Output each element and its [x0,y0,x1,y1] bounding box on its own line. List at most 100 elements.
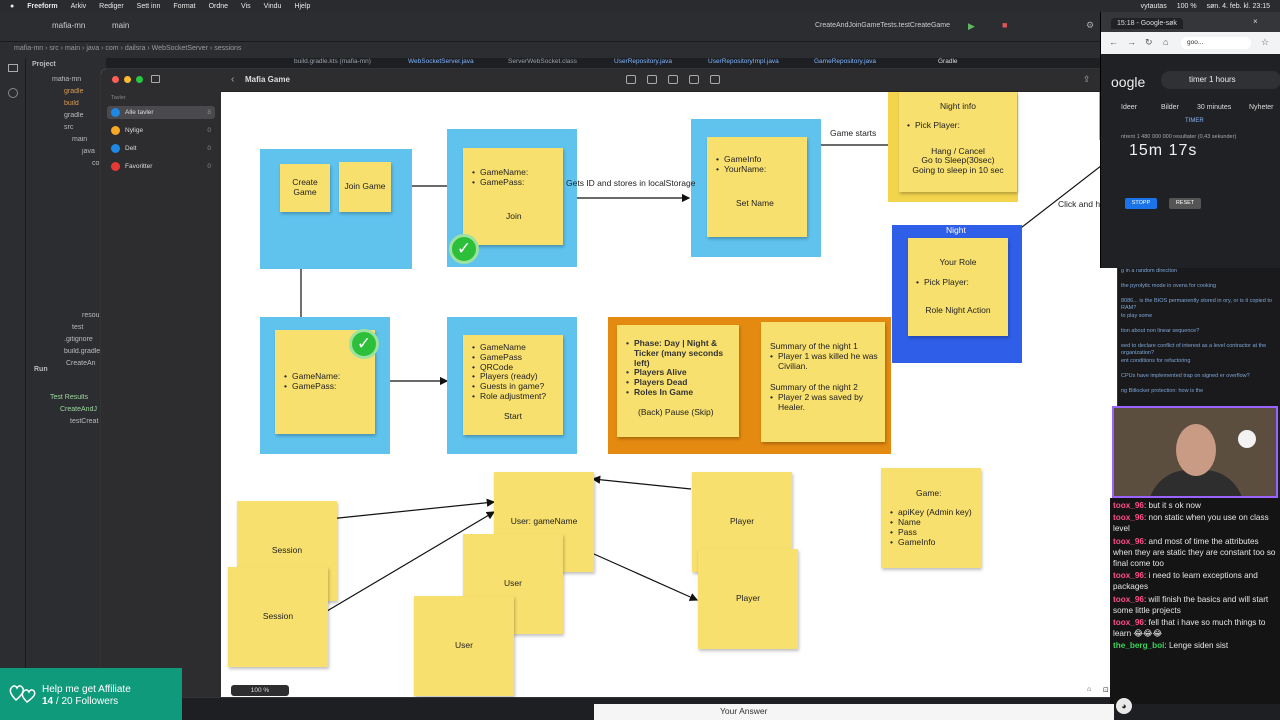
tree-item[interactable]: test [72,324,84,331]
menu-rediger[interactable]: Rediger [99,2,124,10]
note-session[interactable]: Session [228,567,328,667]
list-item[interactable]: to play some [1121,313,1153,319]
project-panel-title[interactable]: Project [32,61,56,68]
board-title[interactable]: Mafia Game [245,75,290,84]
run-icon[interactable]: ▶ [968,21,975,31]
menu-hjelp[interactable]: Hjelp [294,2,311,10]
list-item[interactable]: g in a random direction [1121,268,1177,274]
bookmark-star-icon[interactable]: ☆ [1261,37,1270,47]
sidebar-item-favorites[interactable]: Favoritter 0 [107,160,215,173]
note-join-form[interactable]: GameName: GamePass: Join [463,148,563,245]
arrow-player-to-user[interactable] [591,475,692,490]
tree-item[interactable]: main [72,136,88,143]
zoom-control[interactable]: 100 % [231,685,289,696]
run-panel-title[interactable]: Run [34,366,48,372]
search-input[interactable]: timer 1 hours [1161,71,1280,89]
menu-sett-inn[interactable]: Sett inn [136,2,161,10]
editor-tab[interactable]: build.gradle.kts (mafia-mn) [294,58,371,65]
address-bar[interactable]: goo... [1181,37,1251,49]
google-logo[interactable]: oogle [1111,74,1146,90]
menu-app-name[interactable]: Freeform [27,2,58,10]
list-item[interactable]: 8086... is the BIOS permanently stored i… [1121,298,1272,311]
tree-item[interactable]: gradle [64,112,84,119]
editor-tab[interactable]: UserRepositoryImpl.java [708,58,779,65]
image-tool-icon[interactable] [689,75,699,84]
sidebar-item-all-boards[interactable]: Alle tavler 8 [107,106,215,119]
commit-icon[interactable] [8,88,18,98]
timer-reset-button[interactable]: RESET [1169,198,1201,209]
list-item[interactable]: CPUs have implemented trap on signed er … [1121,373,1250,379]
back-chevron-icon[interactable]: ‹ [231,74,235,85]
note-player[interactable]: Player [698,549,798,649]
close-tab-icon[interactable]: × [1253,17,1258,26]
chat-username[interactable]: toox_96 [1113,571,1144,581]
share-icon[interactable]: ⇪ [1083,74,1091,84]
list-item[interactable]: the pyrolytic mode in ovens for cooking [1121,283,1217,289]
search-tab-30min[interactable]: 30 minutes [1197,104,1232,111]
gradle-tab[interactable]: Gradle [938,58,958,65]
note-join-game[interactable]: Join Game [339,162,391,212]
note-night-summary[interactable]: Summary of the night 1 Player 1 was kill… [761,322,885,442]
board-canvas[interactable]: Create Game Join Game GameName: GamePass… [221,92,1117,697]
minimize-window-button[interactable] [124,76,131,83]
folder-tool-icon[interactable] [710,75,720,84]
sidebar-toggle-icon[interactable] [151,75,160,83]
list-item[interactable]: tion about non linear sequence? [1121,328,1200,334]
chat-username[interactable]: the_berg_boi [1113,641,1165,651]
list-item[interactable]: ent conditions for refactoring [1121,358,1191,364]
chat-username[interactable]: toox_96 [1113,618,1144,628]
fit-view-icon[interactable]: ⌂ [1087,686,1092,693]
forward-arrow-icon[interactable]: → [1127,37,1136,47]
menu-vindu[interactable]: Vindu [263,2,282,10]
browser-tab[interactable]: 15:18 - Google-søk [1111,18,1183,29]
breadcrumb[interactable]: mafia-mn › src › main › java › com › dai… [0,42,1100,58]
sidebar-item-shared[interactable]: Delt 0 [107,142,215,155]
search-tab-news[interactable]: Nyheter [1249,104,1274,111]
tree-item[interactable]: mafia-mn [52,76,82,83]
note-phase[interactable]: Phase: Day | Night & Ticker (many second… [617,325,739,437]
menu-arkiv[interactable]: Arkiv [70,2,87,10]
text-tool-icon[interactable] [668,75,678,84]
list-item[interactable]: ng Bitlocker protection: how is the [1121,388,1204,394]
battery-status[interactable]: 100 % [1176,2,1197,10]
editor-tab[interactable]: UserRepository.java [614,58,673,65]
menu-ordne[interactable]: Ordne [208,2,229,10]
editor-tab[interactable]: ServerWebSocket.class [508,58,577,65]
label-click-and-hold[interactable]: Click and hol [1058,199,1107,209]
apple-icon[interactable]: ● [10,2,15,10]
editor-tab[interactable]: WebSocketServer.java [408,58,474,65]
menubar-clock[interactable]: søn. 4. feb. kl. 23:15 [1206,2,1270,10]
settings-gear-icon[interactable]: ⚙ [1086,20,1095,30]
shape-tool-icon[interactable] [647,75,657,84]
chat-username[interactable]: toox_96 [1113,501,1144,510]
arrow-session-to-user[interactable] [328,498,496,520]
chat-username[interactable]: toox_96 [1113,513,1144,523]
run-tab[interactable]: CreateAn [66,360,96,367]
close-window-button[interactable] [112,76,119,83]
timer-stop-button[interactable]: STOPP [1125,198,1157,209]
search-tab-ideas[interactable]: Ideer [1121,104,1137,111]
zoom-window-button[interactable] [136,76,143,83]
arrow-user-to-player[interactable] [584,549,699,601]
test-item[interactable]: CreateAndJ [60,406,97,413]
note-night-info[interactable]: Night info Pick Player: Hang / Cancel Go… [899,92,1017,192]
timer-tab[interactable]: TIMER [1185,118,1204,124]
ide-branch-selector[interactable]: main [112,21,130,30]
editor-tab[interactable]: GameRepository.java [814,58,877,65]
ide-run-config[interactable]: CreateAndJoinGameTests.testCreateGame [815,22,951,29]
chat-username[interactable]: toox_96 [1113,536,1144,546]
sidebar-item-recent[interactable]: Nylige 0 [107,124,215,137]
note-set-name[interactable]: GameInfo YourName: Set Name [707,137,807,237]
tree-item[interactable]: .gitignore [64,336,93,343]
test-item[interactable]: testCreat [70,418,99,425]
note-create-game[interactable]: Create Game [280,164,330,212]
back-arrow-icon[interactable]: ← [1109,37,1118,47]
tree-item[interactable]: build [64,100,79,107]
stop-icon[interactable]: ■ [1002,20,1008,30]
arrow-session2-to-user[interactable] [321,511,496,615]
tree-item[interactable]: gradle [64,88,84,95]
tree-item[interactable]: co [92,160,100,167]
menu-format[interactable]: Format [173,2,196,10]
tree-item[interactable]: java [82,148,95,155]
note-user[interactable]: User [414,596,514,696]
